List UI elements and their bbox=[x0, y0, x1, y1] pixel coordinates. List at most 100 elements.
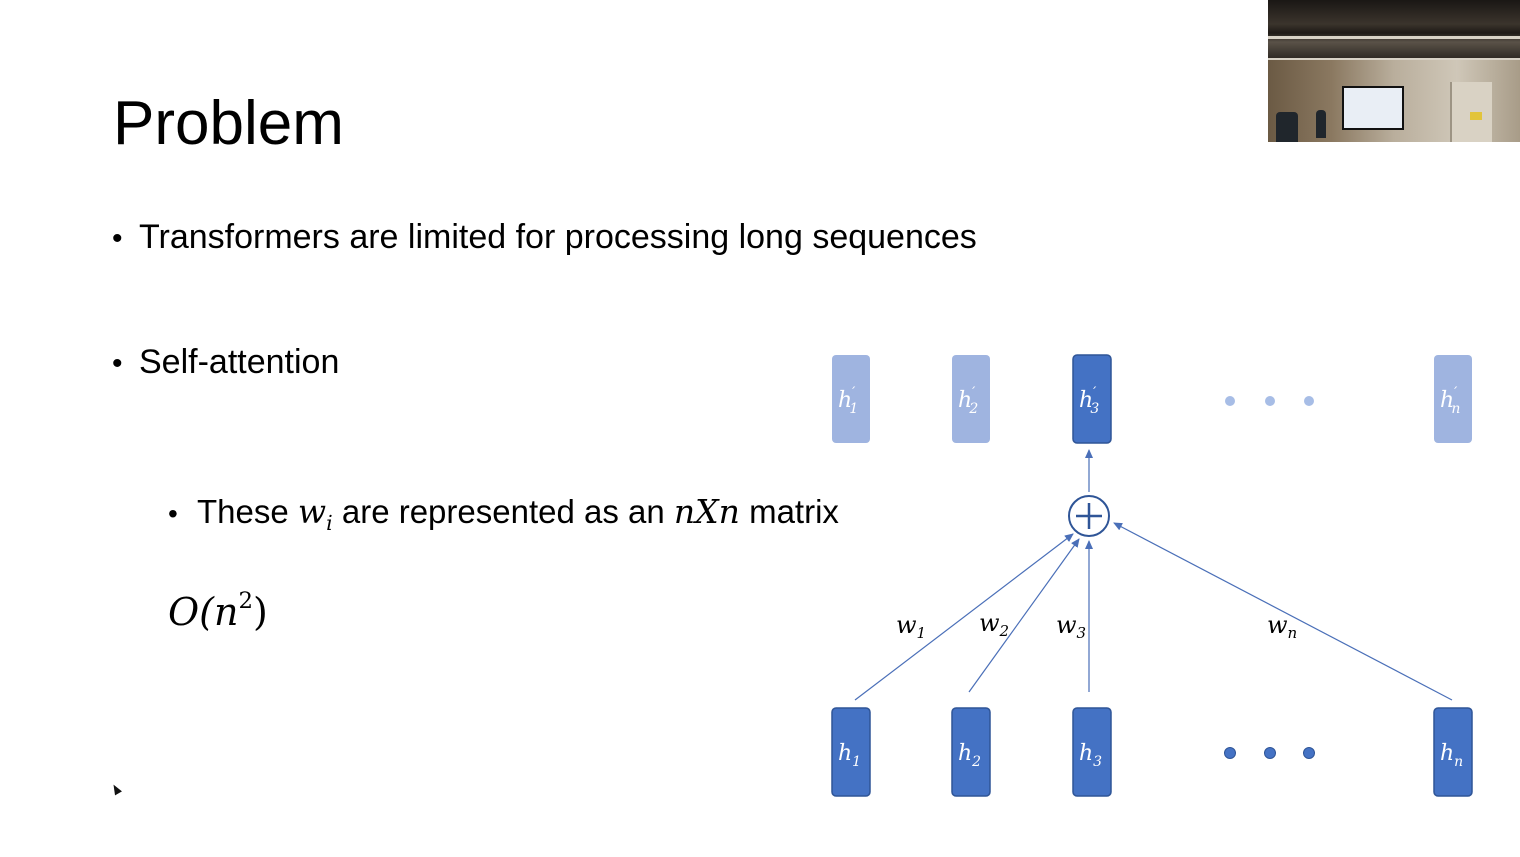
sub-bullet-weights-matrix: • These wi are represented as an nXn mat… bbox=[168, 492, 839, 535]
input-box-rect bbox=[951, 707, 991, 797]
camera-audience bbox=[1276, 112, 1298, 142]
output-box-symbol: h bbox=[838, 388, 852, 413]
input-box-subscript: n bbox=[1454, 754, 1463, 770]
input-box-subscript: 1 bbox=[852, 754, 861, 770]
input-box-4: hn bbox=[1433, 707, 1473, 797]
attention-arrow-4 bbox=[1113, 522, 1453, 701]
output-box-prime: ′ bbox=[972, 385, 976, 401]
presenter-video-thumbnail[interactable] bbox=[1268, 0, 1520, 142]
sum-node bbox=[1068, 495, 1110, 537]
input-box-2: h2 bbox=[951, 707, 991, 797]
sub-bullet-middle: are represented as an bbox=[332, 493, 674, 530]
output-box-rect bbox=[1434, 355, 1472, 443]
input-box-label: hn bbox=[1440, 741, 1463, 770]
camera-light-strip bbox=[1268, 36, 1520, 39]
output-box-label: h′1 bbox=[838, 385, 858, 417]
weight-label-4: wn bbox=[1267, 611, 1297, 642]
sub-bullet-text: These wi are represented as an nXn matri… bbox=[197, 492, 839, 535]
ellipsis-dot-bottom bbox=[1224, 747, 1236, 759]
output-box-rect bbox=[832, 355, 870, 443]
sub-bullet-after: matrix bbox=[739, 493, 839, 530]
bullet-transformers: • Transformers are limited for processin… bbox=[112, 218, 977, 257]
input-box-label: h1 bbox=[838, 741, 861, 770]
input-box-3: h3 bbox=[1072, 707, 1112, 797]
output-box-3: h′3 bbox=[1072, 354, 1112, 444]
bullet-dot-icon: • bbox=[168, 498, 178, 529]
output-box-label: h′3 bbox=[1079, 385, 1099, 417]
output-box-4: h′n bbox=[1434, 355, 1472, 443]
weight-symbol: w bbox=[297, 492, 327, 531]
output-box-subscript: 3 bbox=[1090, 401, 1099, 417]
weight-symbol: w bbox=[1267, 611, 1288, 639]
complexity-exponent: 2 bbox=[238, 588, 253, 614]
weight-subscript: 3 bbox=[1077, 624, 1087, 642]
input-box-rect bbox=[1433, 707, 1473, 797]
output-box-2: h′2 bbox=[952, 355, 990, 443]
input-box-1: h1 bbox=[831, 707, 871, 797]
input-box-label: h3 bbox=[1079, 741, 1102, 770]
input-box-label: h2 bbox=[958, 741, 981, 770]
output-box-subscript: 1 bbox=[849, 401, 858, 417]
camera-presenter bbox=[1316, 110, 1326, 138]
camera-sign bbox=[1470, 112, 1482, 120]
weight-symbol: w bbox=[1056, 611, 1077, 639]
input-box-rect bbox=[831, 707, 871, 797]
ellipsis-dot-top bbox=[1265, 396, 1275, 406]
input-box-rect bbox=[1072, 707, 1112, 797]
attention-arrows bbox=[854, 449, 1453, 701]
output-box-label: h′2 bbox=[958, 385, 978, 417]
bullet-text: Self-attention bbox=[139, 343, 340, 381]
camera-projector-screen bbox=[1342, 86, 1404, 130]
complexity-base: O(n bbox=[168, 590, 239, 635]
complexity-close: ) bbox=[252, 590, 268, 635]
bullet-self-attention: • Self-attention bbox=[112, 343, 339, 382]
attention-arrow-2 bbox=[968, 538, 1080, 693]
output-box-symbol: h bbox=[1079, 388, 1093, 413]
output-box-symbol: h bbox=[958, 388, 972, 413]
output-box-prime: ′ bbox=[852, 385, 856, 401]
weight-subscript: 1 bbox=[917, 624, 927, 642]
input-box-subscript: 2 bbox=[971, 754, 981, 770]
input-box-subscript: 3 bbox=[1093, 754, 1102, 770]
weight-label-1: w1 bbox=[896, 611, 926, 642]
matrix-dimension: nXn bbox=[673, 492, 740, 531]
ellipsis-dot-top bbox=[1225, 396, 1235, 406]
output-box-subscript: 2 bbox=[968, 401, 978, 417]
attention-arrow-1 bbox=[854, 533, 1074, 701]
camera-light-strip bbox=[1268, 58, 1520, 60]
sub-bullet-before: These bbox=[197, 493, 298, 530]
complexity-formula: O(n2) bbox=[168, 588, 268, 634]
output-box-symbol: h bbox=[1440, 388, 1454, 413]
output-box-label: h′n bbox=[1440, 385, 1460, 417]
weight-symbol: w bbox=[896, 611, 917, 639]
weight-variable: wi bbox=[297, 492, 333, 535]
input-box-symbol: h bbox=[958, 741, 972, 766]
weight-subscript: 2 bbox=[999, 622, 1010, 640]
input-box-symbol: h bbox=[838, 741, 852, 766]
ellipsis-dot-bottom bbox=[1303, 747, 1315, 759]
output-box-subscript: n bbox=[1451, 401, 1460, 417]
output-box-prime: ′ bbox=[1093, 385, 1097, 401]
output-box-rect bbox=[952, 355, 990, 443]
input-box-symbol: h bbox=[1079, 741, 1093, 766]
bullet-dot-icon: • bbox=[112, 347, 123, 380]
ellipsis-dot-bottom bbox=[1264, 747, 1276, 759]
weight-label-3: w3 bbox=[1056, 611, 1086, 642]
bullet-text: Transformers are limited for processing … bbox=[139, 218, 977, 256]
slide-title: Problem bbox=[113, 89, 344, 158]
input-box-symbol: h bbox=[1440, 741, 1454, 766]
ellipsis-dot-top bbox=[1304, 396, 1314, 406]
bullet-dot-icon: • bbox=[112, 222, 123, 255]
weight-subscript: i bbox=[326, 511, 333, 536]
weight-symbol: w bbox=[979, 609, 1000, 637]
output-box-rect bbox=[1072, 354, 1112, 444]
camera-ceiling bbox=[1268, 0, 1520, 60]
output-box-1: h′1 bbox=[832, 355, 870, 443]
weight-subscript: n bbox=[1288, 624, 1298, 642]
weight-label-2: w2 bbox=[979, 609, 1009, 640]
